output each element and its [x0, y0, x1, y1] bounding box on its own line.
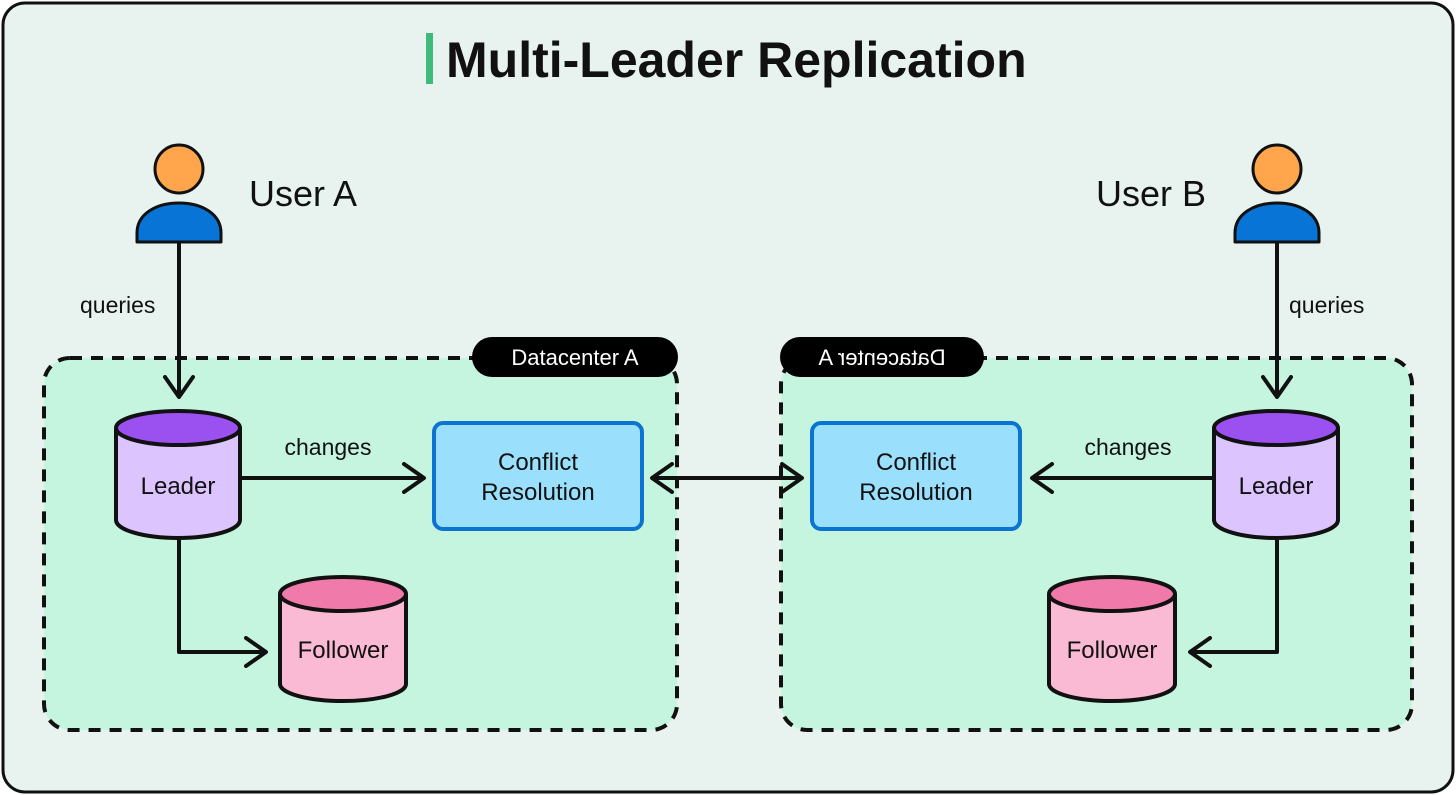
title-accent-bar	[426, 33, 433, 84]
follower-a-cylinder	[278, 575, 408, 703]
user-a-icon	[135, 143, 223, 244]
datacenter-a-label: Datacenter A	[472, 337, 678, 377]
conflict-resolution-b-box	[810, 421, 1022, 531]
queries-b-label: queries	[1289, 292, 1364, 318]
user-b-label: User B	[1096, 173, 1206, 214]
conflict-resolution-a-label-line1: Conflict	[498, 449, 578, 476]
replication-b-arrow	[1188, 540, 1279, 668]
leader-b-label: Leader	[1239, 473, 1314, 500]
follower-a-label: Follower	[298, 637, 389, 664]
conflict-resolution-a-label-line2: Resolution	[481, 479, 594, 506]
queries-a-label: queries	[80, 292, 155, 318]
conflict-resolution-b-label-line1: Conflict	[876, 449, 956, 476]
conflict-resolution-b-label-line2: Resolution	[859, 479, 972, 506]
datacenter-b-label-text: Datacenter A	[818, 345, 946, 370]
user-a-label: User A	[249, 173, 357, 214]
changes-b-label: changes	[1085, 434, 1172, 460]
follower-b-cylinder	[1047, 575, 1177, 703]
conflict-resolution-a-box	[432, 421, 644, 531]
replication-a-arrow	[177, 540, 268, 668]
user-b-icon	[1233, 143, 1321, 244]
changes-a-label: changes	[285, 434, 372, 460]
leader-b-cylinder	[1212, 409, 1340, 540]
page-title: Multi-Leader Replication	[446, 32, 1027, 88]
leader-a-cylinder	[114, 409, 242, 540]
datacenter-b-label: Datacenter A	[780, 337, 984, 377]
follower-b-label: Follower	[1067, 637, 1158, 664]
datacenter-a-label-text: Datacenter A	[511, 345, 639, 370]
leader-a-label: Leader	[141, 473, 216, 500]
